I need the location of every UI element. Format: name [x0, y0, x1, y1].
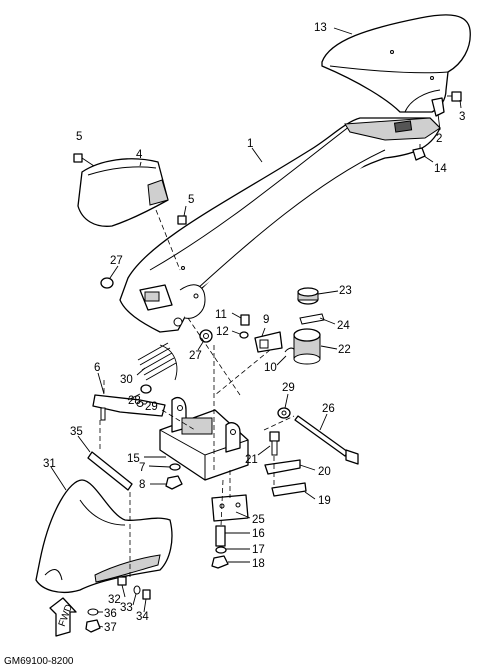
collar-34 [142, 589, 151, 600]
lock-base-15 [159, 397, 249, 481]
callout-22: 22 [338, 344, 351, 356]
callout-14: 14 [434, 163, 447, 175]
nut-14 [412, 144, 426, 161]
forward-arrow: FWD [49, 597, 77, 637]
callout-5-lower: 5 [188, 194, 194, 206]
callout-36: 36 [104, 608, 117, 620]
callout-12: 12 [216, 326, 229, 338]
diagram-code: GM69100-8200 [4, 656, 74, 667]
long-bolt-26 [294, 415, 359, 465]
callout-31: 31 [43, 458, 56, 470]
callout-33: 33 [120, 602, 133, 614]
nut-8 [165, 475, 183, 490]
lock-lever-6 [92, 394, 166, 421]
bolt-21 [269, 431, 280, 456]
callout-24: 24 [337, 320, 350, 332]
callout-8: 8 [139, 479, 145, 491]
callout-2: 2 [436, 133, 442, 145]
washer-12 [239, 331, 249, 339]
callout-4: 4 [136, 149, 143, 161]
bracket-19 [271, 482, 307, 497]
callout-29-right: 29 [282, 382, 295, 394]
bolt-5-upper [73, 153, 95, 167]
callout-9: 9 [263, 314, 269, 326]
rear-bracket [431, 97, 445, 117]
callout-18: 18 [252, 558, 265, 570]
seat-cushion [321, 14, 471, 113]
callout-15: 15 [127, 453, 140, 465]
callout-32: 32 [108, 594, 121, 606]
damper-cap-23 [297, 287, 319, 305]
callout-35: 35 [70, 426, 83, 438]
callout-37: 37 [104, 622, 117, 634]
bolt-3 [447, 91, 462, 102]
callout-30: 30 [120, 374, 133, 386]
callout-16: 16 [252, 528, 265, 540]
callout-27-lower: 27 [189, 350, 202, 362]
callout-1: 1 [247, 138, 253, 150]
grommet-27-lower [199, 329, 213, 343]
callout-17: 17 [252, 544, 265, 556]
washer-17 [215, 546, 227, 554]
bolt-16 [215, 525, 226, 547]
callout-5-upper: 5 [76, 131, 82, 143]
callout-7: 7 [139, 462, 145, 474]
bracket-20 [264, 459, 301, 475]
front-cover [77, 158, 169, 227]
callout-26: 26 [322, 403, 335, 415]
nut-37 [85, 619, 101, 633]
washer-36 [87, 608, 99, 616]
bolt-11 [240, 314, 250, 326]
plate-25 [211, 494, 249, 522]
callout-6: 6 [94, 362, 100, 374]
callout-27-upper: 27 [110, 255, 123, 267]
callout-11: 11 [215, 309, 227, 321]
hinge-bracket-9 [254, 331, 283, 353]
callout-34: 34 [136, 611, 149, 623]
callout-19: 19 [318, 495, 331, 507]
bolt-32 [117, 576, 127, 586]
leader-lines [50, 27, 462, 628]
grommet-27-upper [100, 277, 114, 289]
callout-labels: 13 1 2 3 4 5 5 14 27 23 24 22 11 12 9 10… [43, 22, 465, 634]
spring-clip-24 [299, 313, 325, 325]
callout-23: 23 [339, 285, 352, 297]
washer-7 [169, 463, 181, 471]
callout-25: 25 [252, 514, 265, 526]
callout-10: 10 [264, 362, 277, 374]
assembly-dash-lines [99, 317, 295, 578]
bolt-5-lower [177, 215, 187, 225]
callout-20: 20 [318, 466, 331, 478]
seat-frame [119, 117, 441, 333]
callout-28: 28 [128, 395, 141, 407]
callout-21: 21 [245, 454, 258, 466]
nut-18 [211, 555, 229, 569]
coil-spring-30 [137, 342, 178, 381]
washer-29-right [277, 407, 291, 419]
front-cowl-31 [35, 479, 173, 594]
callout-13: 13 [314, 22, 327, 34]
callout-3: 3 [459, 111, 465, 123]
damper-22 [293, 328, 321, 365]
callout-29-left: 29 [145, 401, 158, 413]
washer-33 [133, 585, 141, 595]
collar-28 [140, 384, 152, 394]
stay-35 [87, 451, 133, 491]
